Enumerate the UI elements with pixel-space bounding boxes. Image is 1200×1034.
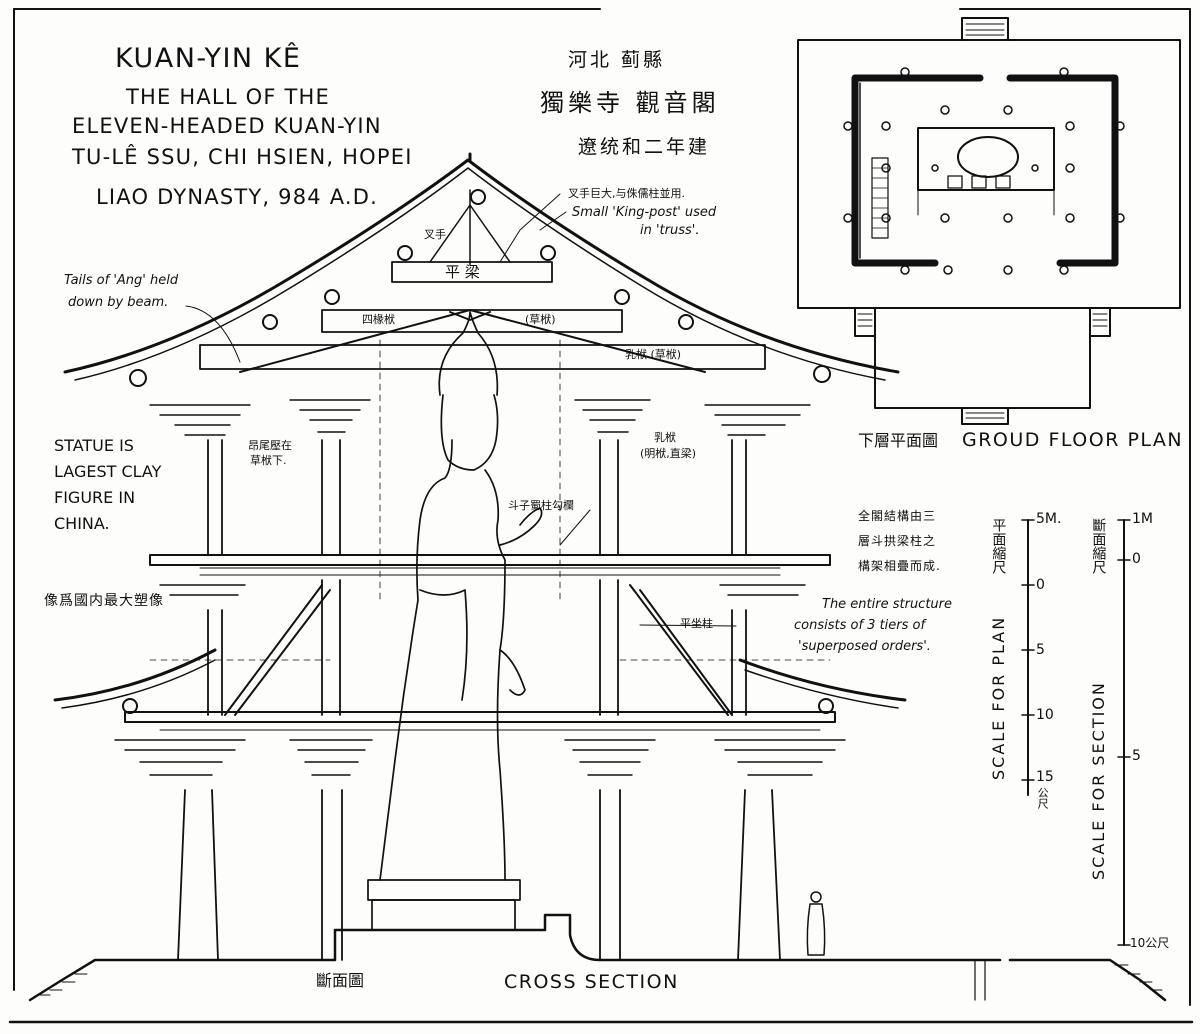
note-kingpost-cn: 叉手巨大,与侏儒柱並用. (568, 187, 685, 200)
note-chashou: 叉手 (424, 228, 446, 241)
section-caption-en: CROSS SECTION (504, 971, 679, 993)
note-ang-pressed-2: 草栿下. (250, 454, 287, 467)
scale-figure (806, 891, 826, 956)
chinese-temple: 獨樂寺 觀音閣 (540, 89, 720, 117)
note-kingpost-en-1: Small 'King-post' used (572, 205, 717, 220)
note-dougong-railing: 斗子蜀柱勾欄 (508, 499, 574, 512)
plan-scale-label: SCALE FOR PLAN (989, 615, 1008, 780)
plan-tick-unit: 公尺 (1036, 787, 1050, 809)
section-tick-5: 5 (1132, 748, 1141, 764)
note-statue-2: LAGEST CLAY (54, 462, 162, 481)
note-structure-en-1: The entire structure (822, 597, 953, 612)
note-sichuan: 四椽栿 (362, 313, 395, 326)
upper-roof (63, 158, 900, 374)
note-ang-pressed-1: 昂尾壓在 (248, 439, 292, 452)
note-pingzuo: 平坐柱 (680, 617, 713, 630)
note-ang-tails-1: Tails of 'Ang' held (64, 273, 179, 288)
plan-caption-en: GROUD FLOOR PLAN (962, 429, 1184, 451)
title-dynasty: LIAO DYNASTY, 984 A.D. (96, 185, 379, 209)
plan-tick-15: 15 (1036, 769, 1054, 785)
plan-tick-0: 0 (1036, 577, 1045, 593)
note-statue-4: CHINA. (54, 514, 110, 533)
note-kingpost-en-2: in 'truss'. (640, 223, 700, 238)
section-tick-10: 10公尺 (1130, 936, 1170, 950)
section-scale-label: SCALE FOR SECTION (1089, 681, 1108, 880)
plan-caption-cn: 下層平面圖 (858, 431, 939, 450)
note-structure-cn-1: 全閣結構由三 (858, 509, 937, 523)
note-structure-en-2: consists of 3 tiers of (794, 618, 926, 633)
note-statue-1: STATUE IS (54, 436, 134, 455)
section-tick-1m: 1M (1132, 511, 1153, 527)
title-line-2: ELEVEN-HEADED KUAN-YIN (72, 114, 382, 138)
plan-scale-cn: 平面縮尺 (990, 518, 1007, 574)
cross-section (28, 152, 1167, 1002)
note-statue-cn: 像爲國内最大塑像 (44, 593, 164, 609)
note-pingliang: 平 梁 (445, 263, 480, 281)
note-structure-cn-2: 層斗拱梁柱之 (858, 534, 937, 548)
lower-eave-left (53, 648, 217, 702)
note-rufu-ming-2: (明栿,直梁) (640, 447, 697, 460)
plan-tick-5m: 5M. (1036, 511, 1062, 527)
lower-eave-right (738, 658, 907, 702)
note-statue-3: FIGURE IN (54, 488, 136, 507)
note-structure-en-3: 'superposed orders'. (798, 639, 931, 654)
section-tick-0: 0 (1132, 551, 1141, 567)
chinese-location: 河北 蓟縣 (568, 49, 666, 71)
plan-tick-10: 10 (1036, 707, 1054, 723)
statue-outline (367, 311, 543, 931)
title-main: KUAN-YIN KÊ (115, 43, 302, 74)
ground-floor-plan (797, 17, 1181, 425)
note-rufu-cao: 乳栿 (草栿) (625, 348, 682, 361)
note-caofu: (草栿) (525, 313, 556, 326)
title-line-3: TU-LÊ SSU, CHI HSIEN, HOPEI (72, 145, 413, 169)
section-caption-cn: 斷面圖 (316, 971, 365, 990)
chinese-date: 遼统和二年建 (578, 136, 711, 158)
scale-bars (1021, 519, 1131, 946)
plan-tick-5: 5 (1036, 642, 1045, 658)
title-line-1: THE HALL OF THE (126, 85, 330, 109)
section-scale-cn: 斷面縮尺 (1090, 518, 1107, 574)
note-structure-cn-3: 構架相疊而成. (858, 559, 941, 573)
note-ang-tails-2: down by beam. (68, 295, 169, 310)
note-rufu-ming-1: 乳栿 (654, 431, 676, 444)
